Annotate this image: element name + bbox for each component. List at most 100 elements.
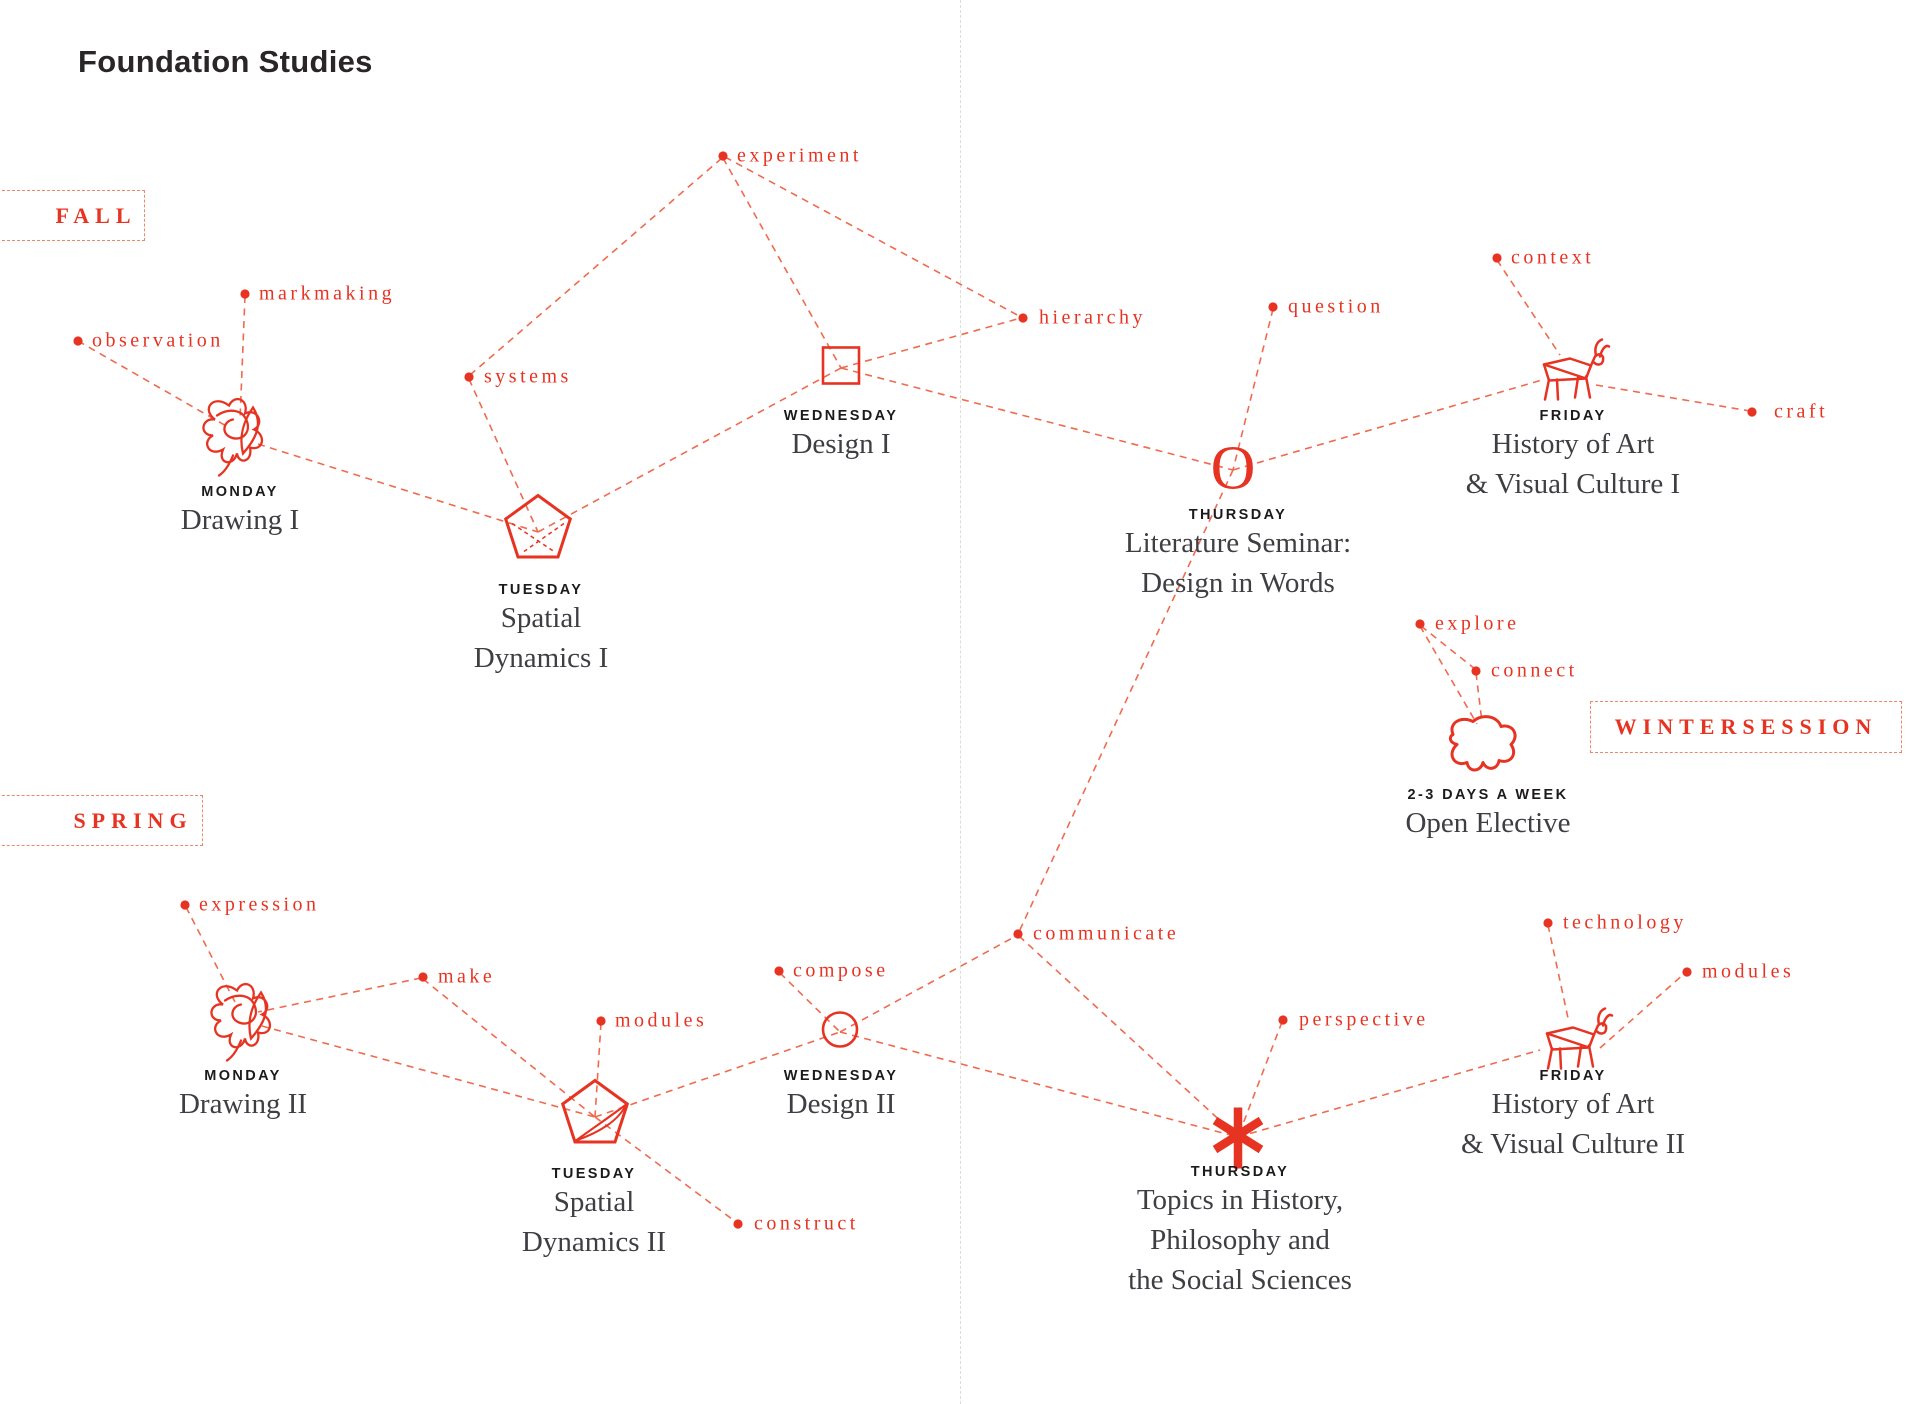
connection-line [594, 1022, 602, 1118]
keyword-label-modules-right: modules [1702, 960, 1795, 983]
keyword-label-connect: connect [1491, 659, 1578, 682]
keyword-label-perspective: perspective [1299, 1008, 1429, 1031]
course-day-label: MONDAY [201, 484, 279, 500]
wintersession-season-box [1590, 701, 1902, 753]
connection-line [1237, 1021, 1283, 1138]
keyword-dot-technology [1543, 918, 1553, 928]
connection-line [722, 157, 842, 369]
animal-icon [1527, 1003, 1623, 1080]
course-day-label: MONDAY [204, 1068, 282, 1084]
keyword-label-markmaking: markmaking [259, 282, 396, 305]
keyword-label-craft: craft [1774, 400, 1829, 423]
page-title: Foundation Studies [78, 44, 373, 79]
keyword-dot-experiment [718, 151, 728, 161]
course-title-line: Drawing II [178, 1088, 308, 1120]
scribble-icon [203, 969, 287, 1070]
wintersession-season-label: WINTERSESSION [1614, 714, 1878, 739]
course-title-line: Drawing I [180, 504, 300, 536]
circle-icon [816, 1006, 864, 1059]
connection-line [840, 317, 1022, 369]
course-title-line: & Visual Culture I [1465, 468, 1681, 500]
course-title-line: Design in Words [1141, 567, 1335, 599]
keyword-label-systems: systems [484, 365, 572, 388]
keyword-label-make: make [438, 965, 496, 988]
keyword-label-observation: observation [92, 329, 224, 352]
keyword-dot-question [1268, 302, 1278, 312]
keyword-dot-construct [733, 1219, 743, 1229]
keyword-dot-systems [464, 372, 474, 382]
asterisk-icon [1203, 1097, 1273, 1178]
keyword-label-hierarchy: hierarchy [1039, 306, 1147, 329]
course-title-line: Spatial [500, 602, 582, 634]
keyword-dot-make [418, 972, 428, 982]
course-title-line: Design II [786, 1088, 896, 1120]
keyword-label-explore: explore [1435, 612, 1520, 635]
spring-season-label: SPRING [73, 808, 193, 833]
connection-line [1017, 469, 1234, 935]
keyword-label-expression: expression [199, 893, 320, 916]
connection-line [839, 935, 1017, 1033]
keyword-label-construct: construct [754, 1212, 859, 1235]
keyword-dot-explore [1415, 619, 1425, 629]
pentagon1-icon [496, 488, 580, 577]
pentagon2-icon [553, 1073, 637, 1162]
connection-line [468, 378, 539, 533]
keyword-label-context: context [1511, 246, 1595, 269]
scribble-icon [195, 384, 279, 485]
keyword-label-question: question [1288, 295, 1384, 318]
o-glyph-text: O [1211, 435, 1256, 503]
connection-line [1595, 384, 1751, 412]
course-day-label: FRIDAY [1539, 408, 1607, 424]
course-drawing-2: MONDAY Drawing II [3, 1068, 483, 1124]
connection-line [1237, 1049, 1541, 1138]
keyword-label-technology: technology [1563, 911, 1687, 934]
course-title-line: Dynamics II [521, 1226, 667, 1258]
center-divider-line [960, 0, 961, 1404]
keyword-dot-context [1492, 253, 1502, 263]
course-title-line: Design I [791, 428, 891, 460]
connection-line [839, 1031, 1239, 1138]
course-title-line: Dynamics I [473, 642, 609, 674]
connection-line [779, 972, 841, 1033]
keyword-dot-modules-left [596, 1016, 606, 1026]
keyword-label-modules-left: modules [615, 1009, 708, 1032]
connection-line [1232, 308, 1274, 471]
connection-line [1547, 924, 1569, 1019]
connection-line [724, 156, 1022, 318]
keyword-dot-connect [1471, 666, 1481, 676]
keyword-dot-modules-right [1682, 967, 1692, 977]
course-day-label: 2-3 DAYS A WEEK [1407, 787, 1569, 803]
course-title-line: Philosophy and [1150, 1224, 1330, 1256]
connection-line [1419, 625, 1478, 725]
course-title-line: History of Art [1491, 1088, 1655, 1120]
connection-line [1496, 259, 1561, 356]
animal-icon [1524, 334, 1620, 411]
square-icon [817, 342, 865, 395]
keyword-dot-communicate [1013, 929, 1023, 939]
fall-season-label: FALL [55, 203, 137, 228]
course-day-label: TUESDAY [551, 1166, 637, 1182]
keyword-label-communicate: communicate [1033, 922, 1180, 945]
keyword-dot-expression [180, 900, 190, 910]
keyword-dot-perspective [1278, 1015, 1288, 1025]
connection-line [1232, 379, 1543, 471]
connection-line [261, 1025, 596, 1118]
connection-line [469, 157, 723, 376]
connection-line [594, 1031, 841, 1118]
keyword-dot-compose [774, 966, 784, 976]
connection-line [77, 340, 229, 428]
connection-line [257, 977, 422, 1013]
fall-season-box [0, 190, 145, 241]
connection-line [1599, 972, 1686, 1049]
keyword-dot-hierarchy [1018, 313, 1028, 323]
course-title-line: Open Elective [1405, 807, 1571, 839]
